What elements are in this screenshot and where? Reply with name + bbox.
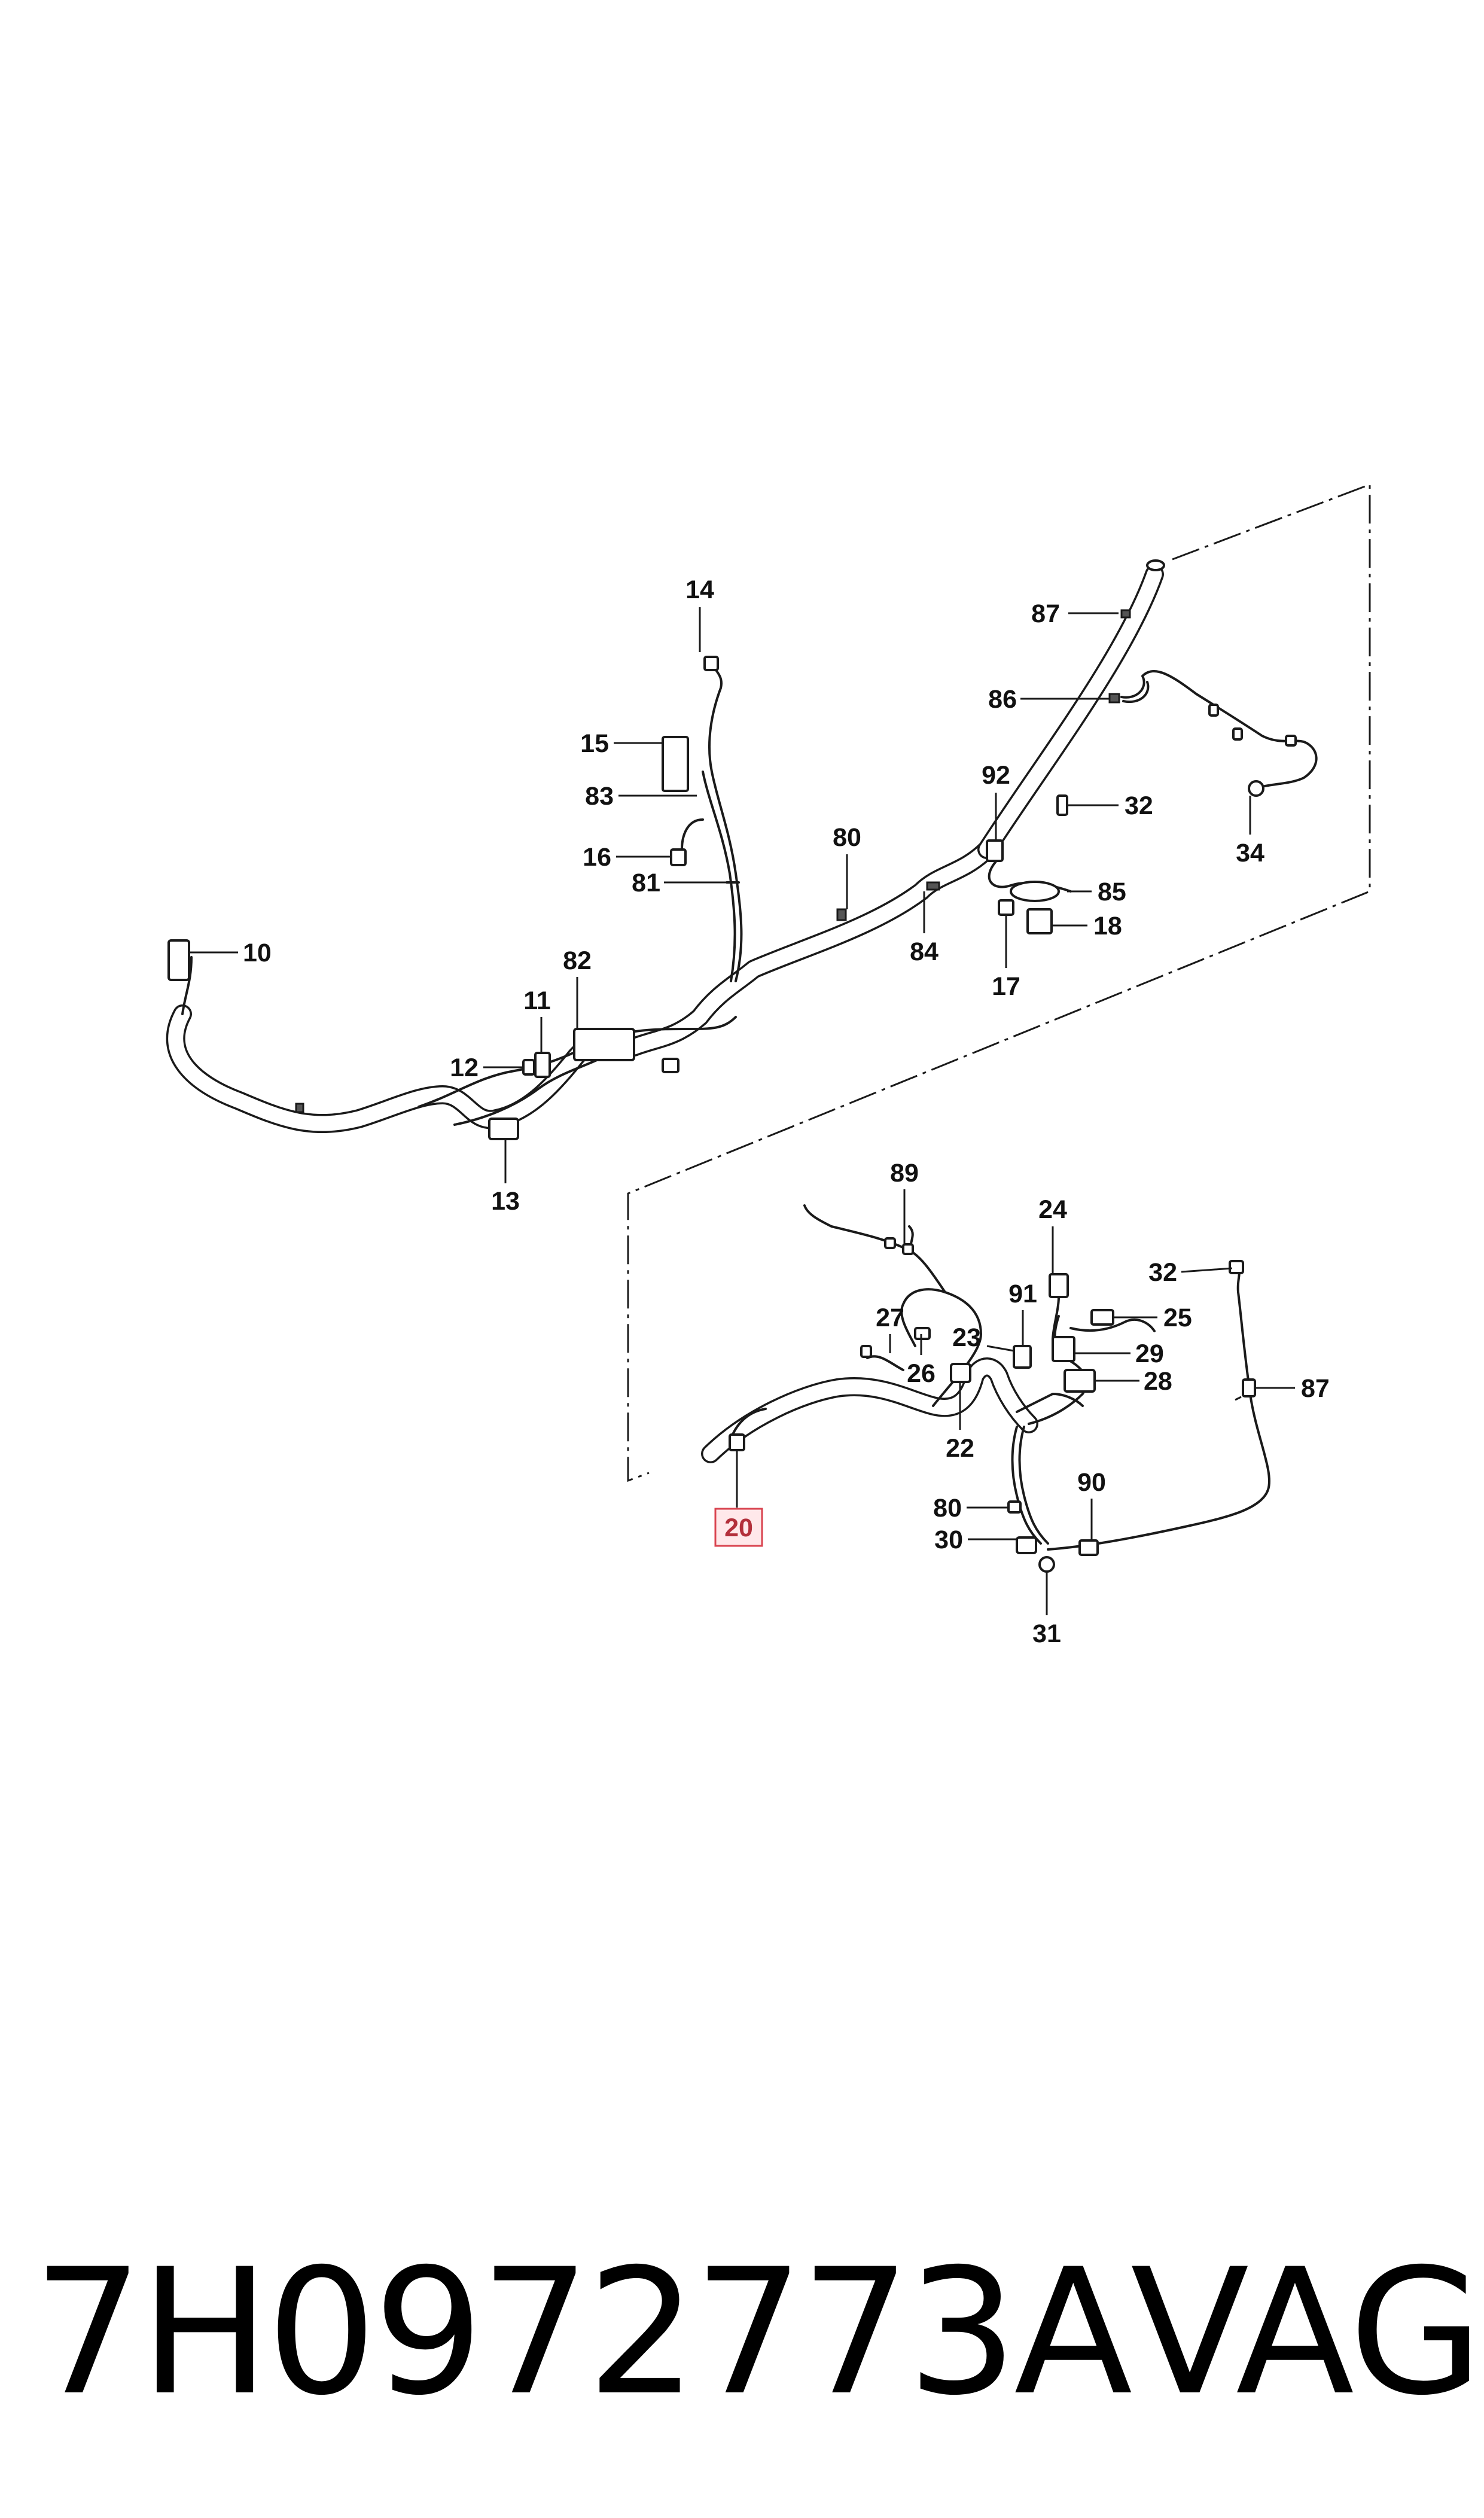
callout-23[interactable]: 23 [952,1323,981,1352]
callout-86[interactable]: 86 [988,685,1017,714]
callout-91[interactable]: 91 [1008,1280,1037,1308]
callout-14[interactable]: 14 [685,576,714,604]
callouts: 14 87 86 92 32 15 83 80 85 16 81 18 34 8… [243,576,1330,1648]
callout-32-lower[interactable]: 32 [1148,1258,1177,1287]
callout-32[interactable]: 32 [1125,791,1153,820]
callout-87-lower[interactable]: 87 [1301,1374,1330,1403]
callout-89[interactable]: 89 [890,1159,919,1188]
section-frame [627,483,1371,1482]
highlight-box-20 [714,1508,763,1547]
callout-29[interactable]: 29 [1135,1339,1164,1368]
callout-13[interactable]: 13 [491,1187,520,1216]
callout-80[interactable]: 80 [833,823,861,852]
callout-34[interactable]: 34 [1236,839,1264,867]
wiring-harness-diagram: 14 87 86 92 32 15 83 80 85 16 81 18 34 8… [166,483,1371,1648]
callout-81[interactable]: 81 [632,869,660,897]
callout-80-lower[interactable]: 80 [933,1494,962,1523]
brand-label: VAG [1130,2232,1483,2434]
callout-85[interactable]: 85 [1098,878,1126,906]
callout-20-highlighted[interactable]: 20 [724,1514,753,1542]
callout-10[interactable]: 10 [243,939,272,967]
lower-harness [701,1204,1271,1573]
callout-22[interactable]: 22 [946,1434,974,1463]
callout-90[interactable]: 90 [1077,1468,1106,1497]
callout-83[interactable]: 83 [585,782,614,811]
leader-lines [189,607,1295,1615]
callout-87[interactable]: 87 [1031,599,1060,628]
callout-11[interactable]: 11 [523,987,550,1015]
footer: 7H0972773A VAG [0,2213,1484,2453]
callout-17[interactable]: 17 [992,972,1020,1001]
callout-24[interactable]: 24 [1038,1195,1067,1224]
callout-31[interactable]: 31 [1032,1619,1061,1648]
upper-harness [166,559,1318,1140]
callout-92[interactable]: 92 [982,761,1010,790]
callout-28[interactable]: 28 [1144,1367,1172,1396]
callout-15[interactable]: 15 [580,729,609,758]
callout-12[interactable]: 12 [450,1054,479,1082]
callout-25[interactable]: 25 [1163,1304,1192,1332]
callout-30[interactable]: 30 [934,1526,963,1554]
callout-18[interactable]: 18 [1093,912,1122,940]
callout-16[interactable]: 16 [583,843,611,872]
callout-26[interactable]: 26 [907,1359,936,1388]
callout-27[interactable]: 27 [876,1304,904,1332]
callout-84[interactable]: 84 [910,937,938,966]
callout-82[interactable]: 82 [563,946,592,975]
part-number-label: 7H0972773A [33,2232,1133,2434]
